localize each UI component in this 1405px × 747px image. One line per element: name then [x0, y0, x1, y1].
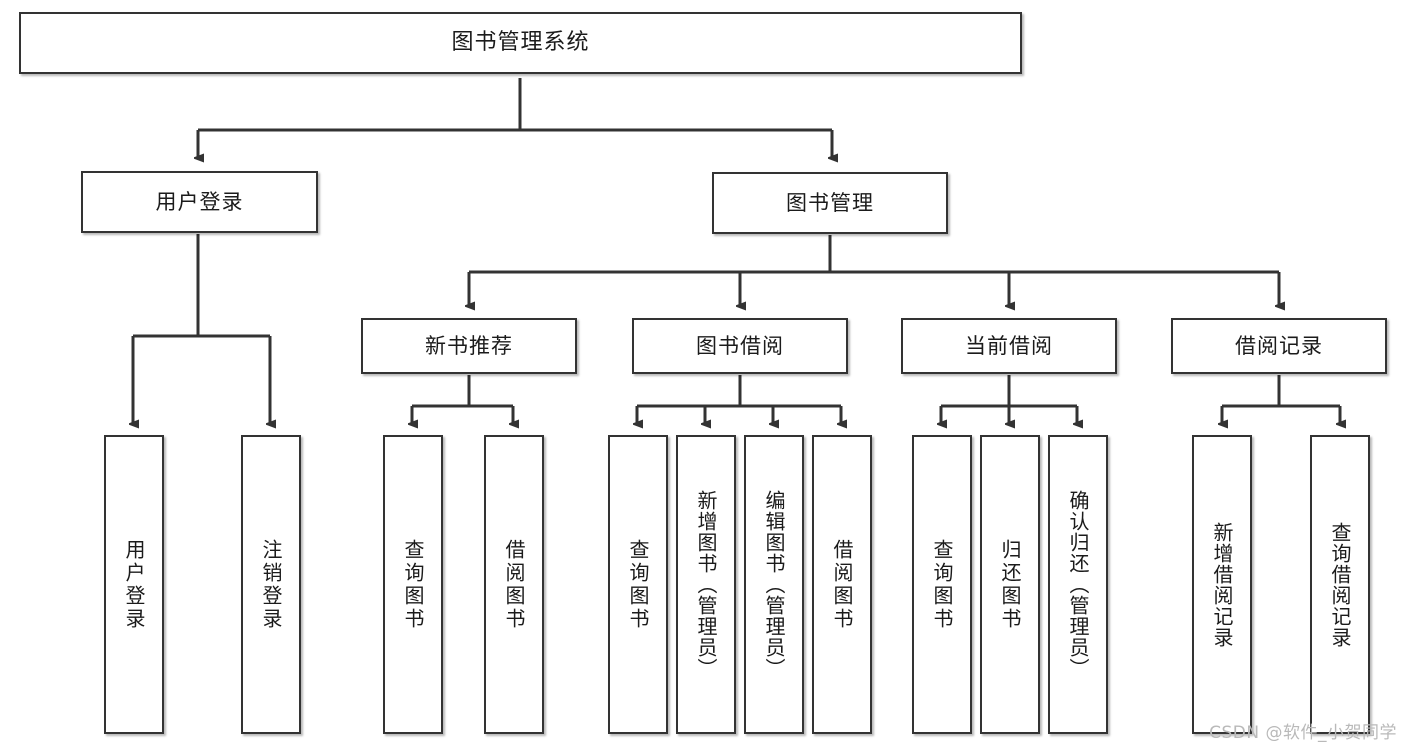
node-leaf-edit-book-admin[interactable]: 编辑图书（管理员）: [744, 435, 804, 734]
node-leaf-query-book-3[interactable]: 查询图书: [912, 435, 972, 734]
node-current-borrow[interactable]: 当前借阅: [901, 318, 1117, 374]
node-label: 编辑图书（管理员）: [762, 490, 786, 679]
node-borrow-record[interactable]: 借阅记录: [1171, 318, 1387, 374]
node-label: 图书借阅: [696, 333, 784, 358]
node-label: 查询图书: [401, 538, 425, 631]
node-leaf-logout-login[interactable]: 注销登录: [241, 435, 301, 734]
node-label: 归还图书: [998, 538, 1022, 631]
node-leaf-query-book-2[interactable]: 查询图书: [608, 435, 668, 734]
node-book-management[interactable]: 图书管理: [712, 172, 948, 234]
watermark: CSDN @软件_小贺同学: [1209, 723, 1397, 743]
node-leaf-user-login[interactable]: 用户登录: [104, 435, 164, 734]
node-label: 用户登录: [155, 189, 244, 214]
node-label: 查询借阅记录: [1328, 521, 1352, 648]
node-root-system[interactable]: 图书管理系统: [19, 12, 1022, 74]
node-leaf-query-book-1[interactable]: 查询图书: [383, 435, 443, 734]
node-leaf-query-borrow-record[interactable]: 查询借阅记录: [1310, 435, 1370, 734]
node-label: 图书管理: [786, 190, 874, 215]
node-label: 当前借阅: [965, 333, 1053, 358]
node-label: 新增图书（管理员）: [694, 490, 718, 679]
node-label: 图书管理系统: [451, 30, 590, 56]
node-label: 借阅图书: [502, 538, 526, 631]
node-leaf-borrow-book-1[interactable]: 借阅图书: [484, 435, 544, 734]
node-label: 用户登录: [122, 538, 146, 631]
node-label: 新增借阅记录: [1210, 521, 1234, 648]
node-book-borrow[interactable]: 图书借阅: [632, 318, 848, 374]
node-new-book-recommend[interactable]: 新书推荐: [361, 318, 577, 374]
node-label: 借阅记录: [1235, 333, 1323, 358]
node-label: 注销登录: [259, 538, 283, 631]
node-label: 借阅图书: [830, 538, 854, 631]
node-leaf-return-book[interactable]: 归还图书: [980, 435, 1040, 734]
node-label: 查询图书: [626, 538, 650, 631]
node-leaf-add-book-admin[interactable]: 新增图书（管理员）: [676, 435, 736, 734]
node-user-login[interactable]: 用户登录: [81, 171, 318, 233]
node-label: 确认归还（管理员）: [1066, 490, 1090, 679]
node-leaf-confirm-return-admin[interactable]: 确认归还（管理员）: [1048, 435, 1108, 734]
node-leaf-borrow-book-2[interactable]: 借阅图书: [812, 435, 872, 734]
node-label: 新书推荐: [425, 333, 513, 358]
node-label: 查询图书: [930, 538, 954, 631]
node-leaf-add-borrow-record[interactable]: 新增借阅记录: [1192, 435, 1252, 734]
